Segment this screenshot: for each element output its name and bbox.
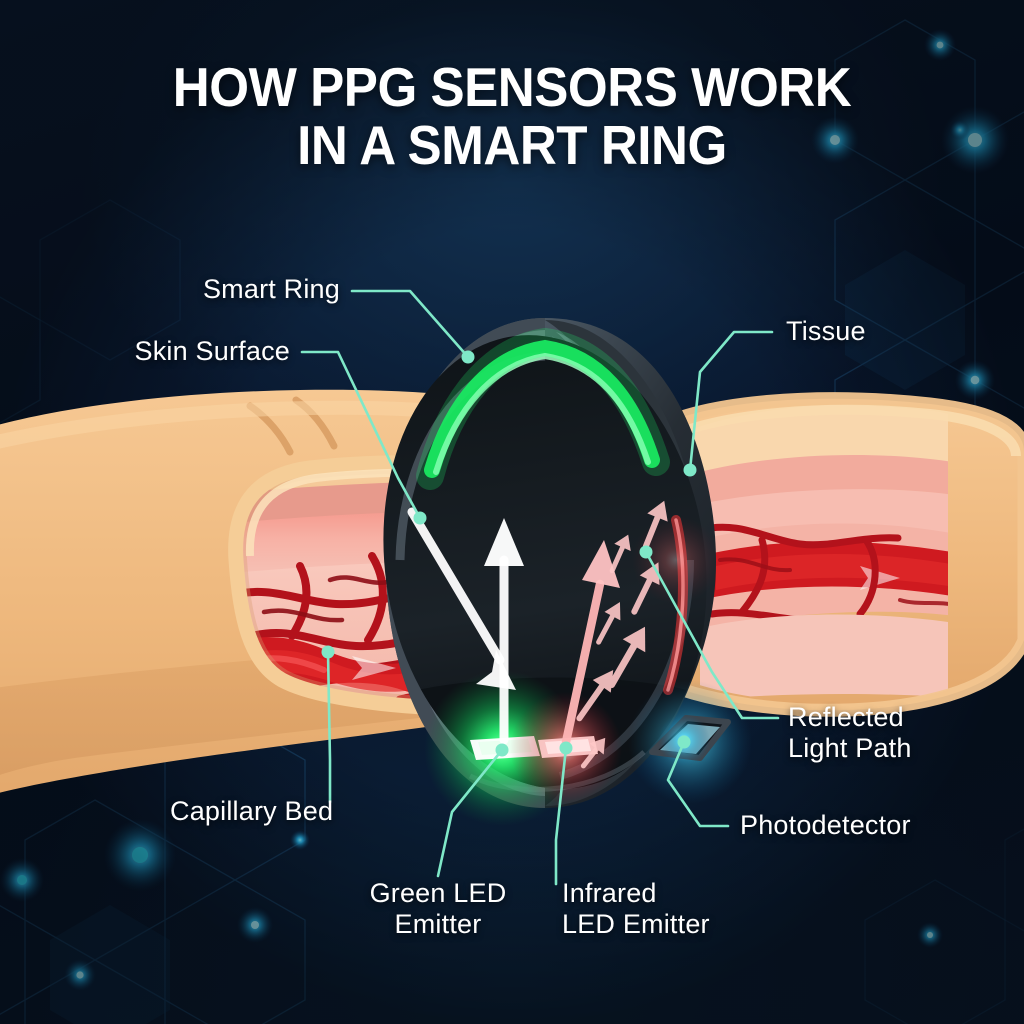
leader-green-led <box>436 748 504 878</box>
label-photodetector: Photodetector <box>740 810 911 840</box>
light-path-arrows <box>407 500 668 769</box>
leader-infrared-led <box>554 746 568 886</box>
label-skin-surface: Skin Surface <box>134 336 290 366</box>
leader-skin-surface <box>300 350 422 520</box>
label-reflected-light-path: Reflected Light Path <box>788 702 912 764</box>
leader-capillary-bed <box>326 650 332 804</box>
leader-endpoint-dots <box>321 350 697 757</box>
label-green-led-emitter: Green LED Emitter <box>369 878 507 940</box>
green-rim-glow <box>416 327 670 490</box>
leader-photodetector <box>666 740 730 828</box>
label-capillary-bed: Capillary Bed <box>170 796 334 826</box>
leader-smart-ring <box>350 289 470 359</box>
finger-distal-segment <box>641 392 1024 717</box>
label-tissue: Tissue <box>786 316 866 346</box>
label-smart-ring: Smart Ring <box>202 274 340 304</box>
leader-reflected-light <box>644 550 780 720</box>
leader-tissue <box>688 330 774 472</box>
label-infrared-led-emitter: Infrared LED Emitter <box>562 878 710 940</box>
scatter-arrows <box>576 500 668 769</box>
